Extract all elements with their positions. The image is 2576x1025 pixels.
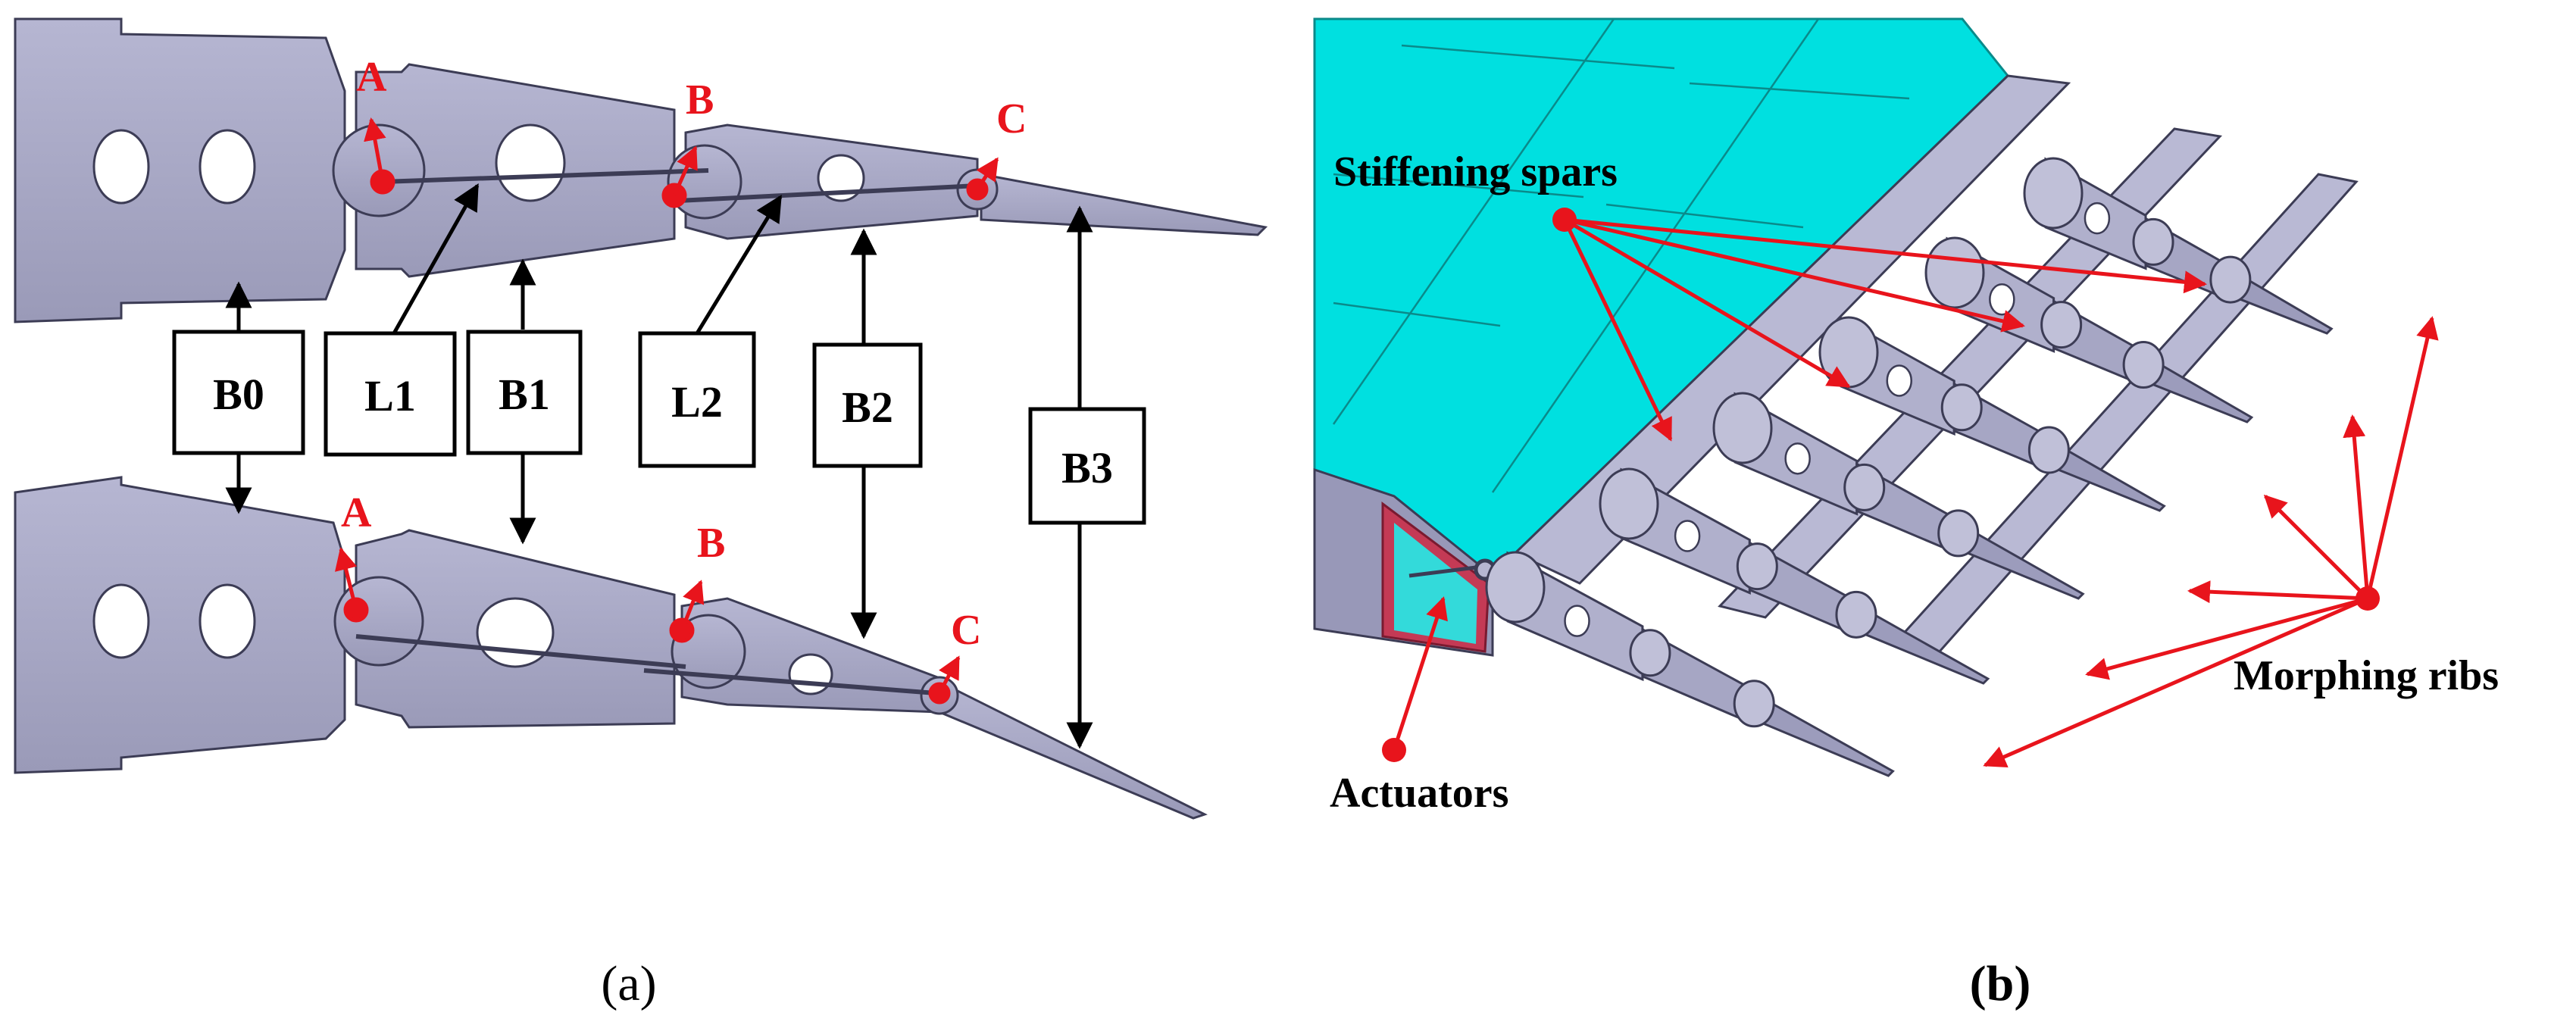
panel-b: Stiffening spars Morphing ribs Actuators… xyxy=(1313,17,2499,1011)
joint-b-top-label: B xyxy=(686,77,714,123)
panel-a: A B C A B C B0 xyxy=(14,17,1268,1011)
rib-annotation-arrows xyxy=(1983,316,2439,767)
label-b3: B3 xyxy=(1028,407,1146,525)
rib-hinge-disc xyxy=(2023,157,2084,230)
holes-top xyxy=(92,123,865,205)
joint-a-bottom-label: A xyxy=(341,489,372,536)
rib-hinge-disc xyxy=(1937,509,1980,558)
rib-hole xyxy=(2084,202,2111,235)
rib-hole xyxy=(1886,364,1913,397)
actuator-annotation-line xyxy=(1392,596,1448,751)
rib-hole xyxy=(1989,283,2015,316)
label-stiffening-spars: Stiffening spars xyxy=(1333,148,1618,195)
caption-b: (b) xyxy=(1970,956,2031,1011)
rib-annotation-dot xyxy=(2356,586,2380,611)
block-b0-top xyxy=(14,17,346,323)
svg-text:L1: L1 xyxy=(364,371,416,420)
rib-hinge-disc xyxy=(2027,426,2070,474)
joint-a-hub-bottom xyxy=(333,576,424,667)
skin-panel-lines xyxy=(1332,18,1910,493)
spar-annotation-dot xyxy=(1552,208,1577,232)
rib-hinge-disc xyxy=(1712,392,1773,464)
caption-a: (a) xyxy=(601,956,656,1011)
linkages-bottom xyxy=(355,634,936,695)
holes-bottom xyxy=(92,583,833,695)
rib-hinge-disc xyxy=(1843,463,1886,511)
joint-c-bottom-label: C xyxy=(951,607,981,654)
rib-hinge-disc xyxy=(1736,542,1778,591)
rib-hole xyxy=(1784,442,1811,475)
rib-hinge-disc xyxy=(1924,236,1985,309)
rib-hinge-disc xyxy=(2122,341,2165,389)
actuator-annotation-dot xyxy=(1382,738,1406,762)
rib-hinge-disc xyxy=(1835,590,1877,639)
leader-arrows xyxy=(225,183,1093,749)
rib-hinge-disc xyxy=(1485,551,1546,623)
morphing-ribs xyxy=(1485,157,2334,777)
rib-hole xyxy=(1674,520,1701,552)
joint-b-bottom-label: B xyxy=(697,520,725,567)
label-b2: B2 xyxy=(812,342,923,468)
rib-hinge-disc xyxy=(1599,467,1659,540)
block-b3-top xyxy=(980,173,1268,236)
block-label-boxes: B0 L1 B1 L2 B2 B3 xyxy=(172,330,1146,525)
rib-hinge-disc xyxy=(2040,301,2083,349)
label-morphing-ribs: Morphing ribs xyxy=(2234,652,2499,699)
rib-hinge-disc xyxy=(1733,680,1775,728)
joint-markers xyxy=(334,117,999,705)
label-actuators: Actuators xyxy=(1330,770,1508,817)
actuator-bay-inner xyxy=(1394,523,1477,644)
svg-text:B2: B2 xyxy=(842,383,893,432)
joint-a-top-label: A xyxy=(356,54,387,101)
rib-bottom-deflected xyxy=(14,476,1208,820)
label-l2: L2 xyxy=(638,331,756,468)
rib-hinge-disc xyxy=(1629,629,1671,677)
label-l1: L1 xyxy=(324,331,457,457)
svg-text:B0: B0 xyxy=(213,370,264,419)
joint-letters: A B C A B C xyxy=(341,54,1027,654)
svg-text:B1: B1 xyxy=(499,370,550,419)
rib-hinge-disc xyxy=(2132,217,2174,266)
rib-hole xyxy=(1564,605,1590,637)
svg-text:L2: L2 xyxy=(671,377,723,427)
block-b3-bottom xyxy=(938,680,1208,820)
label-b1: B1 xyxy=(466,330,583,455)
joint-c-top-label: C xyxy=(996,95,1027,142)
rib-hinge-disc xyxy=(2209,255,2252,304)
label-b0: B0 xyxy=(172,330,305,455)
spar-annotation-arrows xyxy=(1562,217,2207,442)
rib-hinge-disc xyxy=(1940,383,1983,432)
svg-text:B3: B3 xyxy=(1061,443,1113,492)
block-b0-bottom xyxy=(14,476,346,774)
linkages-top xyxy=(382,168,978,203)
